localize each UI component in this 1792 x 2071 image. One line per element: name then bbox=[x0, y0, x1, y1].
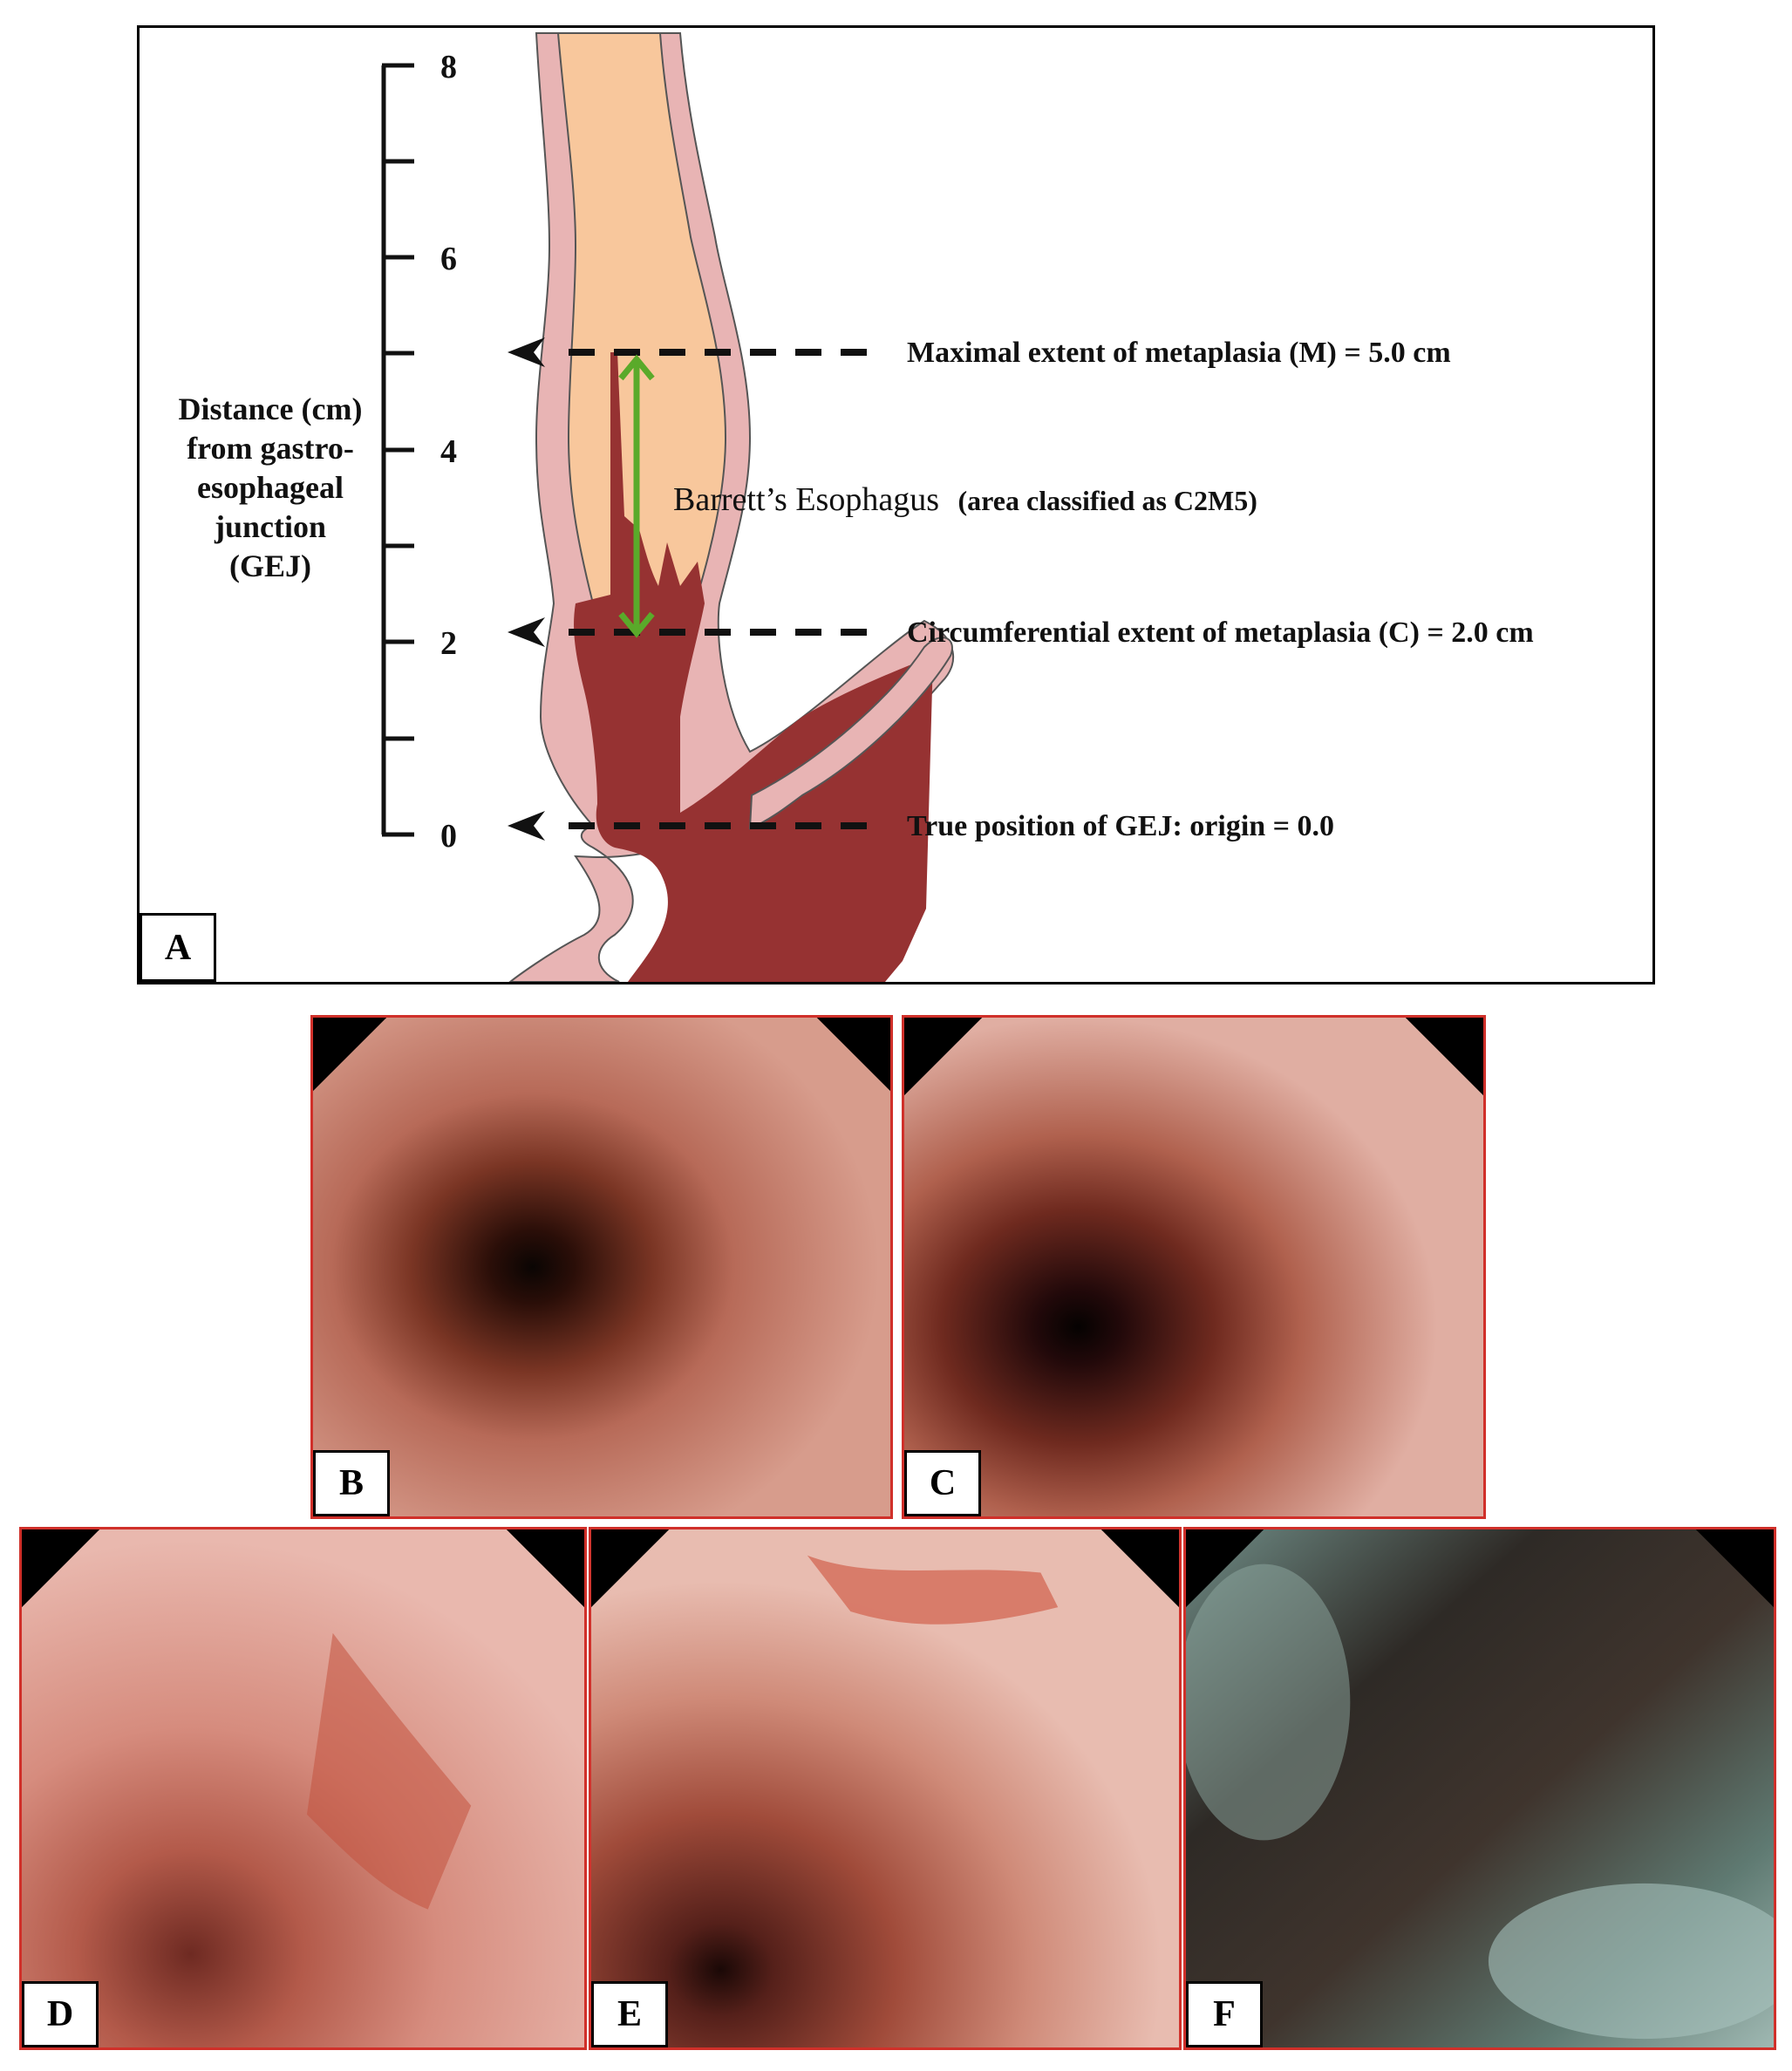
maximal-extent-label: Maximal extent of metaplasia (M) = 5.0 c… bbox=[907, 337, 1451, 369]
gej-arrowhead-icon bbox=[508, 811, 545, 841]
endoscopy-photo-e: E bbox=[589, 1527, 1182, 2050]
barretts-main-text: Barrett’s Esophagus bbox=[673, 481, 939, 518]
endoscopy-photo-f: F bbox=[1183, 1527, 1776, 2050]
barretts-esophagus-label: Barrett’s Esophagus (area classified as … bbox=[673, 481, 1257, 518]
gej-origin-label: True position of GEJ: origin = 0.0 bbox=[907, 810, 1334, 842]
endoscopy-image-icon bbox=[591, 1529, 1179, 2047]
circumferential-arrowhead-icon bbox=[508, 617, 545, 647]
panel-label-d: D bbox=[22, 1981, 99, 2047]
endoscopy-photo-b: B bbox=[310, 1015, 893, 1519]
panel-a-diagram: 8 6 4 2 0 Maximal extent of metaplasia bbox=[137, 25, 1655, 984]
tick-label-0: 0 bbox=[440, 818, 457, 855]
tick-label-6: 6 bbox=[440, 241, 457, 277]
panel-label-b: B bbox=[313, 1450, 390, 1516]
panel-label-c: C bbox=[904, 1450, 981, 1516]
narrow-band-image-icon bbox=[1186, 1529, 1774, 2047]
endoscopy-image-icon bbox=[313, 1018, 890, 1516]
maximal-arrowhead-icon bbox=[508, 337, 545, 367]
esophagus-diagram: 8 6 4 2 0 Maximal extent of metaplasia bbox=[381, 32, 1534, 982]
dashed-lines bbox=[569, 349, 872, 829]
y-axis-title: Distance (cm) from gastro- esophageal ju… bbox=[178, 392, 363, 583]
panel-label-e: E bbox=[591, 1981, 668, 2047]
barrett-extent-arrow-icon bbox=[618, 354, 655, 638]
circumferential-extent-label: Circumferential extent of metaplasia (C)… bbox=[907, 617, 1534, 649]
endoscopy-image-icon bbox=[22, 1529, 584, 2047]
tick-label-2: 2 bbox=[440, 625, 457, 662]
endoscopy-photo-d: D bbox=[19, 1527, 587, 2050]
panel-label-a: A bbox=[140, 913, 216, 982]
endoscopy-photo-c: C bbox=[902, 1015, 1486, 1519]
endoscopy-image-icon bbox=[904, 1018, 1483, 1516]
tick-label-4: 4 bbox=[440, 433, 457, 470]
panel-label-f: F bbox=[1186, 1981, 1263, 2047]
stomach-wall bbox=[748, 637, 953, 830]
distance-ruler bbox=[381, 63, 414, 837]
tick-label-8: 8 bbox=[440, 49, 457, 85]
barretts-sub-text: (area classified as C2M5) bbox=[958, 485, 1257, 516]
